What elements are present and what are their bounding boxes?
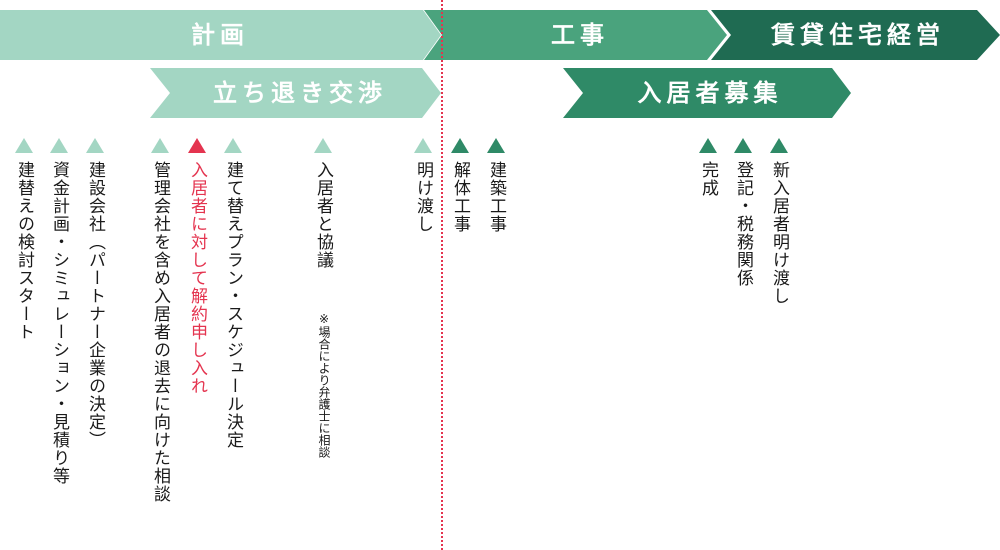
step-cancellation-notice: 入居者に対して解約申し入れ [186,138,208,395]
step-completion: 完成 [697,138,719,197]
phase-arrow-recruitment [563,68,851,118]
step-label: 管理会社を含め入居者の退去に向けた相談 [150,161,170,503]
step-label: 完成 [698,161,718,197]
phase-arrow-construction [424,10,727,60]
step-label: 入居者に対して解約申し入れ [187,161,207,395]
phase-label-eviction: 立ち退き交渉 [213,79,387,107]
step-tenant-negotiation: 入居者と協議 [312,138,334,269]
step-label: 建替えの検討スタート [14,161,34,341]
step-label: 新入居者明け渡し [769,161,789,305]
triangle-marker-icon [487,138,505,153]
step-label: 建築工事 [486,161,506,233]
triangle-marker-icon [50,138,68,153]
step-financial-plan: 資金計画・シミュレーション・見積り等 [48,138,70,485]
phase-label-rental: 賃貸住宅経営 [771,21,945,49]
step-rebuild-start: 建替えの検討スタート [13,138,35,341]
triangle-marker-icon [699,138,717,153]
step-registration-tax: 登記・税務関係 [732,138,754,287]
step-label: 資金計画・シミュレーション・見積り等 [49,161,69,485]
step-label: 建設会社（パートナー企業の決定） [85,161,105,449]
step-label: 明け渡し [413,161,433,233]
step-new-tenant-handover: 新入居者明け渡し [768,138,790,305]
phase-arrow-eviction [150,68,441,118]
triangle-marker-icon [151,138,169,153]
step-plan-schedule: 建て替えプラン・スケジュール決定 [222,138,244,449]
lawyer-note: ※場合により弁護士に相談 [317,312,331,458]
step-construction-work: 建築工事 [485,138,507,233]
triangle-marker-icon [86,138,104,153]
phase-label-construction: 工事 [551,21,609,49]
step-management-consult: 管理会社を含め入居者の退去に向けた相談 [149,138,171,503]
step-label: 登記・税務関係 [733,161,753,287]
step-label: 建て替えプラン・スケジュール決定 [223,161,243,449]
phase-arrow-rental [711,10,1000,60]
step-label: 入居者と協議 [313,161,333,269]
step-builder-decision: 建設会社（パートナー企業の決定） [84,138,106,449]
step-handover: 明け渡し [412,138,434,233]
triangle-marker-icon [314,138,332,153]
triangle-marker-icon [188,138,206,153]
phase-divider-line [441,0,443,550]
triangle-marker-icon [224,138,242,153]
triangle-marker-icon [770,138,788,153]
triangle-marker-icon [451,138,469,153]
phase-arrow-plan [0,10,441,60]
phase-label-plan: 計画 [191,21,249,49]
triangle-marker-icon [734,138,752,153]
triangle-marker-icon [414,138,432,153]
step-label: 解体工事 [450,161,470,233]
triangle-marker-icon [15,138,33,153]
phase-label-recruitment: 入居者募集 [637,79,783,107]
step-demolition: 解体工事 [449,138,471,233]
